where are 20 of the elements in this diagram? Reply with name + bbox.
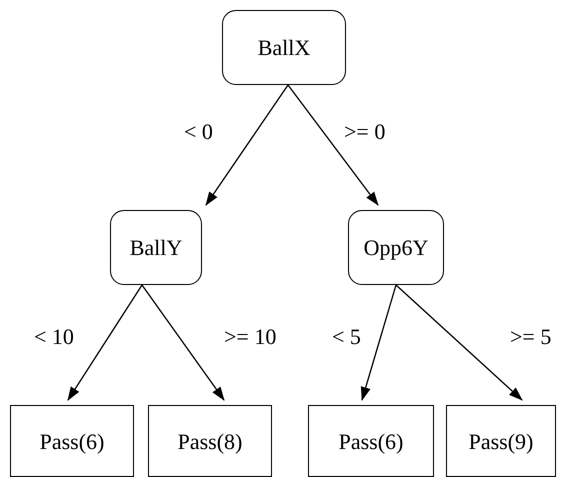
node-label: BallY — [130, 234, 182, 262]
decision-box — [222, 10, 346, 85]
node-label: Pass(9) — [468, 428, 534, 456]
arrow — [396, 284, 523, 401]
arrow — [360, 284, 397, 401]
arrow — [141, 284, 225, 401]
leaf-box — [148, 405, 272, 477]
node-label: BallX — [258, 34, 310, 62]
leaf-box — [10, 405, 134, 477]
leaf-box — [308, 405, 434, 477]
node-label: Opp6Y — [364, 234, 428, 262]
arrow — [67, 284, 143, 401]
arrow — [287, 84, 379, 206]
decision-box — [110, 210, 202, 285]
node-label: Pass(8) — [178, 428, 242, 456]
node-label: Pass(6) — [338, 428, 404, 456]
node-label: Pass(6) — [40, 428, 104, 456]
decision-box — [348, 210, 444, 285]
arrow — [205, 84, 289, 206]
leaf-box — [446, 405, 556, 477]
